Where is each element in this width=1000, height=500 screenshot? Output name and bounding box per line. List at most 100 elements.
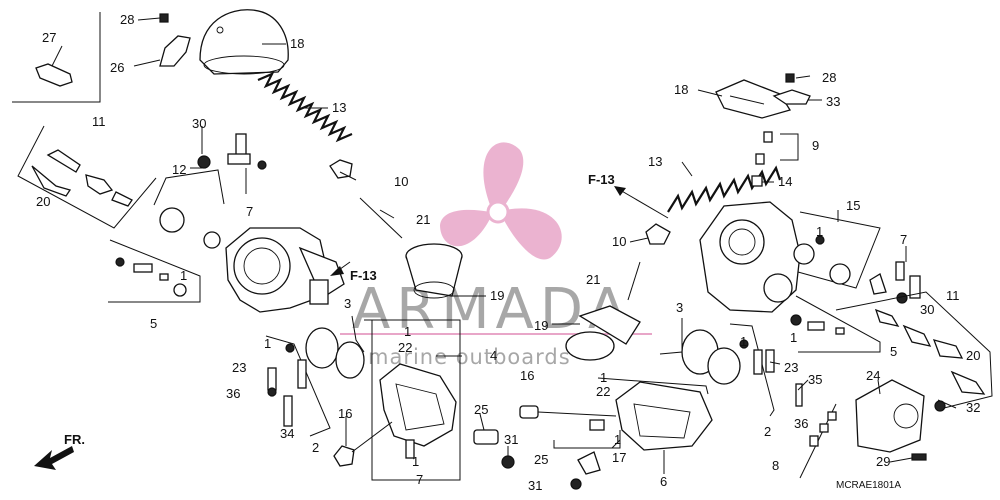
- callout-4: 4: [490, 348, 497, 363]
- callout-15: 15: [846, 198, 860, 213]
- part-2-frame-left: [265, 335, 331, 437]
- callout-18: 18: [674, 82, 688, 97]
- watermark-brand: ARMADA: [352, 277, 632, 342]
- callout-36: 36: [794, 416, 808, 431]
- part-11-throttle-link-left: [17, 125, 157, 229]
- callout-1: 1: [600, 370, 607, 385]
- part-1-drain-screw-left: [405, 439, 415, 459]
- callout-23: 23: [232, 360, 246, 375]
- part-31-nut-left: [501, 455, 515, 469]
- callout-16: 16: [338, 406, 352, 421]
- callout-leaders: [51, 17, 957, 474]
- callout-30: 30: [920, 302, 934, 317]
- callout-2: 2: [312, 440, 319, 455]
- part-12-cap: [203, 231, 221, 249]
- part-float-bowl-right: [615, 381, 713, 451]
- part-25-cap-right: [577, 451, 601, 475]
- part-12-diaphragm-cap: [159, 207, 185, 233]
- callout-21: 21: [416, 212, 430, 227]
- part-13-spring-right: [667, 165, 782, 213]
- callout-18: 18: [290, 36, 304, 51]
- callout-13: 13: [648, 154, 662, 169]
- callout-1: 1: [404, 324, 411, 339]
- callout-28: 28: [822, 70, 836, 85]
- callout-11: 11: [92, 114, 106, 129]
- part-34-pin: [283, 395, 293, 427]
- part-5-pilot-screw-set-right: [790, 295, 881, 353]
- leader-center: [537, 411, 617, 417]
- part-3-float-chamber-left: [305, 327, 365, 379]
- part-13-spring-left: [257, 71, 353, 143]
- part-28-screw-right: [785, 73, 795, 83]
- callout-numbers: 28 27 26 18 13 11 30 12 20 7 10 21 1 5 3…: [36, 12, 980, 493]
- callout-32: 32: [966, 400, 980, 415]
- ref-label-left: F-13: [350, 268, 377, 283]
- part-28-screw: [159, 13, 169, 23]
- callout-24: 24: [866, 368, 880, 383]
- part-14-screw: [751, 175, 763, 187]
- diagram-code: MCRAE1801A: [836, 480, 901, 491]
- part-36-washer-left: [267, 387, 277, 397]
- callout-36: 36: [226, 386, 240, 401]
- part-21-jet-needle-right: [627, 261, 641, 301]
- part-1-screw: [297, 359, 307, 389]
- callout-20: 20: [966, 348, 980, 363]
- part-19-intake-tube-left: [405, 243, 463, 299]
- part-18-top-cover-right: [715, 79, 792, 119]
- callout-10: 10: [612, 234, 626, 249]
- part-16-valve-left: [333, 445, 355, 467]
- ref-label-right: F-13: [588, 172, 615, 187]
- part-15-cap: [829, 263, 851, 285]
- callout-9: 9: [812, 138, 819, 153]
- part-12-frame: [153, 169, 225, 206]
- leader-9: [780, 133, 799, 161]
- part-15-frame: [797, 211, 881, 289]
- callout-2: 2: [764, 424, 771, 439]
- callout-3: 3: [676, 300, 683, 315]
- watermark-logo-propeller-icon: [440, 142, 562, 260]
- part-2-frame-right: [729, 323, 775, 417]
- callout-34: 34: [280, 426, 294, 441]
- ref-arrow-right-icon: [614, 186, 669, 219]
- callout-7: 7: [416, 472, 423, 487]
- carburetor-body-left: [225, 227, 345, 313]
- callout-25: 25: [474, 402, 488, 417]
- part-3-float-chamber-right: [681, 329, 741, 385]
- callout-5: 5: [890, 344, 897, 359]
- callout-11: 11: [946, 288, 960, 303]
- callout-6: 6: [660, 474, 667, 489]
- part-21-jet-needle-left: [359, 197, 403, 239]
- callout-1: 1: [412, 454, 419, 469]
- ref-arrow-left-icon: [330, 261, 351, 276]
- callout-21: 21: [586, 272, 600, 287]
- callout-1: 1: [740, 334, 747, 349]
- callout-17: 17: [612, 450, 626, 465]
- callout-28: 28: [120, 12, 134, 27]
- callout-23: 23: [784, 360, 798, 375]
- part-15-diaphragm: [793, 243, 815, 265]
- part-17-jet: [589, 419, 605, 431]
- callout-22: 22: [398, 340, 412, 355]
- callout-29: 29: [876, 454, 890, 469]
- callout-14: 14: [778, 174, 792, 189]
- part-7-frame-left-lower: [364, 319, 461, 481]
- callout-16: 16: [520, 368, 534, 383]
- part-float-bowl-left: [379, 363, 457, 447]
- callout-12: 12: [172, 162, 186, 177]
- part-26-bracket: [159, 35, 191, 67]
- inset-frame: [12, 12, 101, 103]
- callout-1: 1: [180, 268, 187, 283]
- leader-3: [351, 315, 365, 353]
- part-1-screw-right: [753, 349, 763, 375]
- part-9-screw-a: [763, 131, 773, 143]
- part-25-cap-left: [473, 429, 499, 445]
- part-31-nut-right: [570, 478, 582, 490]
- part-9-screw-b: [755, 153, 765, 165]
- callout-30: 30: [192, 116, 206, 131]
- callout-20: 20: [36, 194, 50, 209]
- callout-7: 7: [900, 232, 907, 247]
- callout-7: 7: [246, 204, 253, 219]
- callout-25: 25: [534, 452, 548, 467]
- part-1-oring-right: [815, 235, 825, 245]
